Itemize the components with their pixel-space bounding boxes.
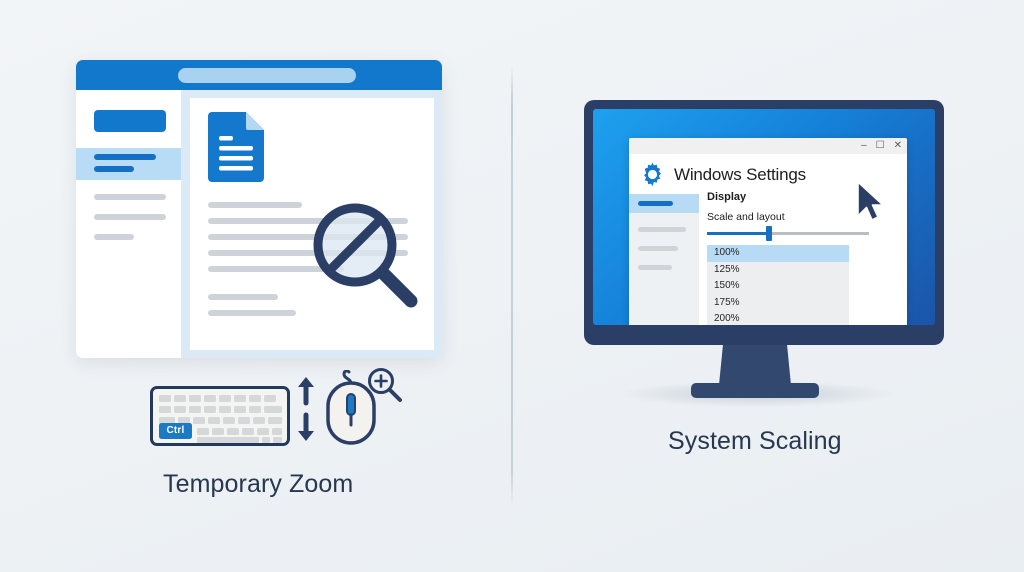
sidebar-item-2[interactable] bbox=[94, 214, 166, 220]
browser-content-area bbox=[190, 98, 434, 350]
browser-sidebar bbox=[76, 90, 181, 358]
maximize-icon[interactable]: ☐ bbox=[875, 140, 885, 151]
scroll-up-down-arrows-icon bbox=[298, 377, 314, 441]
settings-header: Windows Settings bbox=[640, 162, 806, 187]
windows-settings-window: – ☐ ✕ Windows Settings bbox=[629, 138, 907, 325]
sidebar-active-line-2 bbox=[94, 166, 134, 172]
settings-title-bar: – ☐ ✕ bbox=[629, 138, 907, 154]
content-line-2 bbox=[208, 218, 408, 224]
scale-option-150pct[interactable]: 150% bbox=[714, 280, 740, 291]
monitor-stand-base bbox=[691, 383, 819, 398]
content-line-5 bbox=[208, 266, 344, 272]
mouse-pointer-icon bbox=[857, 181, 884, 221]
browser-window bbox=[76, 60, 442, 358]
window-controls: – ☐ ✕ bbox=[861, 139, 902, 153]
minimize-icon[interactable]: – bbox=[861, 140, 867, 151]
sidebar-item-1[interactable] bbox=[94, 194, 166, 200]
display-heading: Display bbox=[707, 191, 747, 203]
caption-system-scaling: System Scaling bbox=[668, 427, 842, 455]
sidebar-primary-button[interactable] bbox=[94, 110, 166, 132]
sidebar-item-active[interactable] bbox=[76, 148, 181, 180]
close-icon[interactable]: ✕ bbox=[893, 140, 902, 151]
monitor: – ☐ ✕ Windows Settings bbox=[584, 100, 944, 345]
content-line-6 bbox=[208, 294, 278, 300]
monitor-stand-neck bbox=[719, 341, 791, 385]
keyboard-icon: Ctrl bbox=[150, 386, 290, 446]
slider-filled-track bbox=[707, 232, 769, 235]
browser-title-bar bbox=[76, 60, 442, 90]
settings-sidebar-item-1[interactable] bbox=[638, 227, 686, 232]
browser-body bbox=[76, 90, 442, 358]
scale-option-100pct[interactable]: 100% bbox=[707, 245, 849, 262]
panel-divider bbox=[511, 64, 513, 506]
browser-url-bar[interactable] bbox=[178, 68, 356, 83]
caption-temporary-zoom: Temporary Zoom bbox=[163, 470, 354, 498]
ctrl-key[interactable]: Ctrl bbox=[159, 423, 192, 439]
gear-icon bbox=[644, 162, 661, 187]
settings-sidebar-active-bar bbox=[638, 201, 673, 206]
monitor-screen: – ☐ ✕ Windows Settings bbox=[593, 109, 935, 325]
scale-option-175pct[interactable]: 175% bbox=[714, 296, 740, 308]
scale-slider[interactable] bbox=[707, 226, 869, 241]
content-line-1 bbox=[208, 202, 302, 208]
slider-thumb[interactable] bbox=[765, 226, 772, 241]
sidebar-active-line-1 bbox=[94, 154, 156, 160]
scale-option-200pct[interactable]: 200% bbox=[714, 313, 740, 324]
settings-sidebar-item-3[interactable] bbox=[638, 265, 672, 270]
settings-sidebar bbox=[629, 194, 699, 325]
content-line-7 bbox=[208, 310, 296, 316]
magnifier-disabled-icon bbox=[313, 203, 418, 308]
magnifier-plus-icon bbox=[368, 368, 402, 402]
mouse-icon bbox=[326, 370, 376, 445]
settings-sidebar-item-active[interactable] bbox=[629, 194, 699, 213]
scale-options-dropdown[interactable]: 100%125% 150% 175% 200% bbox=[707, 245, 849, 325]
slider-remaining-track bbox=[768, 232, 869, 235]
scale-option-125pct[interactable]: 125% bbox=[714, 263, 740, 275]
content-line-3 bbox=[208, 234, 408, 240]
settings-main-pane: Display Scale and layout 100%125% 150% 175… bbox=[707, 191, 903, 325]
document-icon bbox=[208, 112, 264, 182]
sidebar-item-3[interactable] bbox=[94, 234, 134, 240]
settings-sidebar-item-2[interactable] bbox=[638, 246, 678, 251]
settings-window-title: Windows Settings bbox=[674, 164, 806, 184]
scale-and-layout-heading: Scale and layout bbox=[707, 211, 785, 223]
content-line-4 bbox=[208, 250, 408, 256]
